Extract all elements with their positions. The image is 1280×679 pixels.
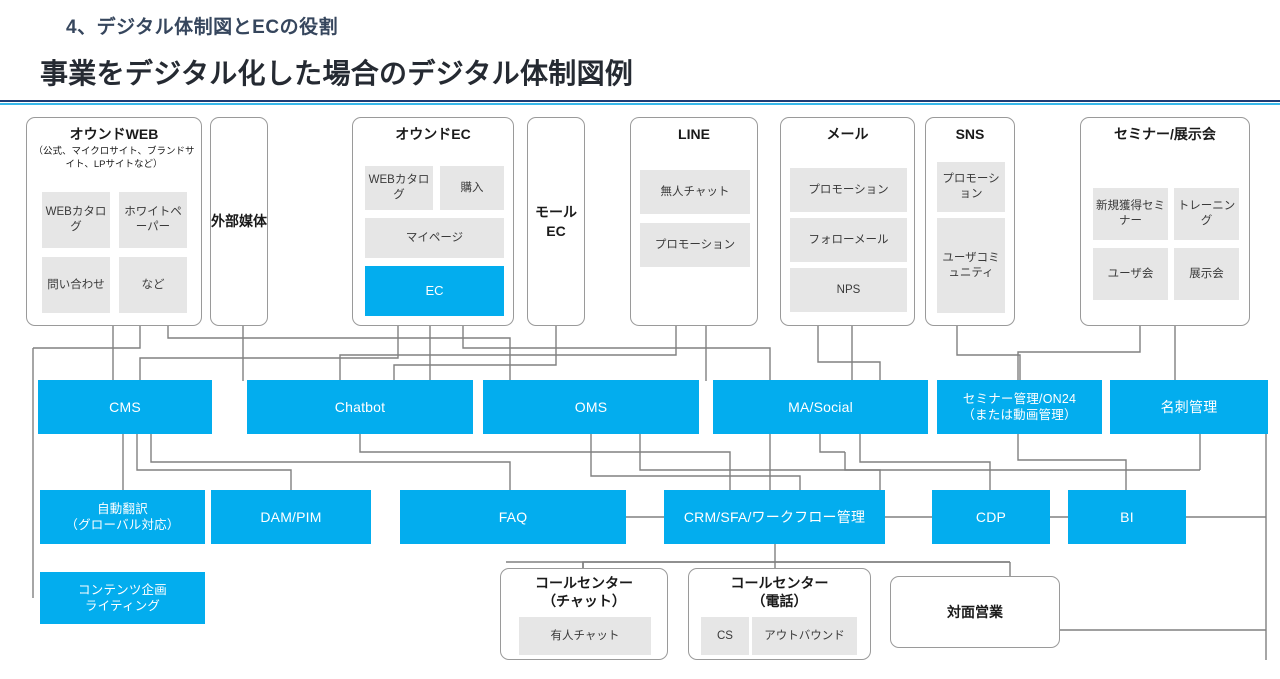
channel-title: セミナー/展示会 bbox=[1114, 126, 1216, 142]
chip-training[interactable]: トレーニング bbox=[1174, 188, 1239, 240]
system-faq[interactable]: FAQ bbox=[400, 490, 626, 544]
chip-inquiry[interactable]: 問い合わせ bbox=[42, 257, 110, 313]
system-content-planning[interactable]: コンテンツ企画 ライティング bbox=[40, 572, 205, 624]
channel-card-line[interactable]: LINE 無人チャット プロモーション bbox=[630, 117, 758, 326]
chip-whitepaper[interactable]: ホワイトペーパー bbox=[119, 192, 187, 248]
chip-user-group[interactable]: ユーザ会 bbox=[1093, 248, 1168, 300]
chip-web-catalog[interactable]: WEBカタログ bbox=[42, 192, 110, 248]
channel-card-owned-ec[interactable]: オウンドEC WEBカタログ 購入 マイページ EC bbox=[352, 117, 514, 326]
system-bi[interactable]: BI bbox=[1068, 490, 1186, 544]
channel-card-external-media[interactable]: 外部媒体 bbox=[210, 117, 268, 326]
chip-web-catalog[interactable]: WEBカタログ bbox=[365, 166, 433, 210]
operation-title: 対面営業 bbox=[947, 603, 1003, 620]
channel-title: モールEC bbox=[535, 204, 577, 239]
operation-card-callcenter-phone[interactable]: コールセンター （電話） CS アウトバウンド bbox=[688, 568, 871, 660]
operation-card-field-sales[interactable]: 対面営業 bbox=[890, 576, 1060, 648]
channel-title: オウンドEC bbox=[395, 126, 471, 142]
chip-user-community[interactable]: ユーザコミュニティ bbox=[937, 218, 1005, 313]
channel-title: SNS bbox=[955, 126, 985, 142]
chip-outbound[interactable]: アウトバウンド bbox=[752, 617, 857, 655]
slide-kicker: 4、デジタル体制図とECの役割 bbox=[66, 17, 339, 38]
chip-unmanned-chat[interactable]: 無人チャット bbox=[640, 170, 750, 214]
operation-title: コールセンター （電話） bbox=[730, 575, 829, 609]
channel-card-mall-ec[interactable]: モールEC bbox=[527, 117, 585, 326]
channel-card-sns[interactable]: SNS プロモーション ユーザコミュニティ bbox=[925, 117, 1015, 326]
system-crm-sfa[interactable]: CRM/SFA/ワークフロー管理 bbox=[664, 490, 885, 544]
system-ma-social[interactable]: MA/Social bbox=[713, 380, 928, 434]
system-auto-translate[interactable]: 自動翻訳 （グローバル対応） bbox=[40, 490, 205, 544]
chip-exhibition[interactable]: 展示会 bbox=[1174, 248, 1239, 300]
page-title: 事業をデジタル化した場合のデジタル体制図例 bbox=[40, 58, 634, 89]
chip-promotion[interactable]: プロモーション bbox=[937, 162, 1005, 212]
chip-mypage[interactable]: マイページ bbox=[365, 218, 504, 258]
system-cms[interactable]: CMS bbox=[38, 380, 212, 434]
channel-title: 外部媒体 bbox=[211, 213, 267, 230]
channel-card-seminar[interactable]: セミナー/展示会 新規獲得セミナー トレーニング ユーザ会 展示会 bbox=[1080, 117, 1250, 326]
system-oms[interactable]: OMS bbox=[483, 380, 699, 434]
chip-etc[interactable]: など bbox=[119, 257, 187, 313]
header-divider-dark bbox=[0, 100, 1280, 102]
channel-card-owned-web[interactable]: オウンドWEB （公式、マイクロサイト、ブランドサイト、LPサイトなど） WEB… bbox=[26, 117, 202, 326]
channel-title: オウンドWEB bbox=[69, 126, 159, 142]
chip-promotion[interactable]: プロモーション bbox=[790, 168, 907, 212]
channel-subtitle: （公式、マイクロサイト、ブランドサイト、LPサイトなど） bbox=[33, 146, 195, 170]
chip-follow-mail[interactable]: フォローメール bbox=[790, 218, 907, 262]
chip-purchase[interactable]: 購入 bbox=[440, 166, 504, 210]
chip-nps[interactable]: NPS bbox=[790, 268, 907, 312]
chip-ec[interactable]: EC bbox=[365, 266, 504, 316]
chip-promotion[interactable]: プロモーション bbox=[640, 223, 750, 267]
header-divider-light bbox=[0, 103, 1280, 105]
system-seminar-management[interactable]: セミナー管理/ON24 （または動画管理） bbox=[937, 380, 1102, 434]
channel-title: LINE bbox=[678, 126, 710, 142]
system-card-management[interactable]: 名刺管理 bbox=[1110, 380, 1268, 434]
operation-title: コールセンター （チャット） bbox=[535, 575, 633, 609]
chip-manned-chat[interactable]: 有人チャット bbox=[519, 617, 651, 655]
chip-new-acquisition-seminar[interactable]: 新規獲得セミナー bbox=[1093, 188, 1168, 240]
system-chatbot[interactable]: Chatbot bbox=[247, 380, 473, 434]
chip-cs[interactable]: CS bbox=[701, 617, 749, 655]
system-dam-pim[interactable]: DAM/PIM bbox=[211, 490, 371, 544]
operation-card-callcenter-chat[interactable]: コールセンター （チャット） 有人チャット bbox=[500, 568, 668, 660]
channel-card-mail[interactable]: メール プロモーション フォローメール NPS bbox=[780, 117, 915, 326]
system-cdp[interactable]: CDP bbox=[932, 490, 1050, 544]
channel-title: メール bbox=[826, 126, 869, 142]
